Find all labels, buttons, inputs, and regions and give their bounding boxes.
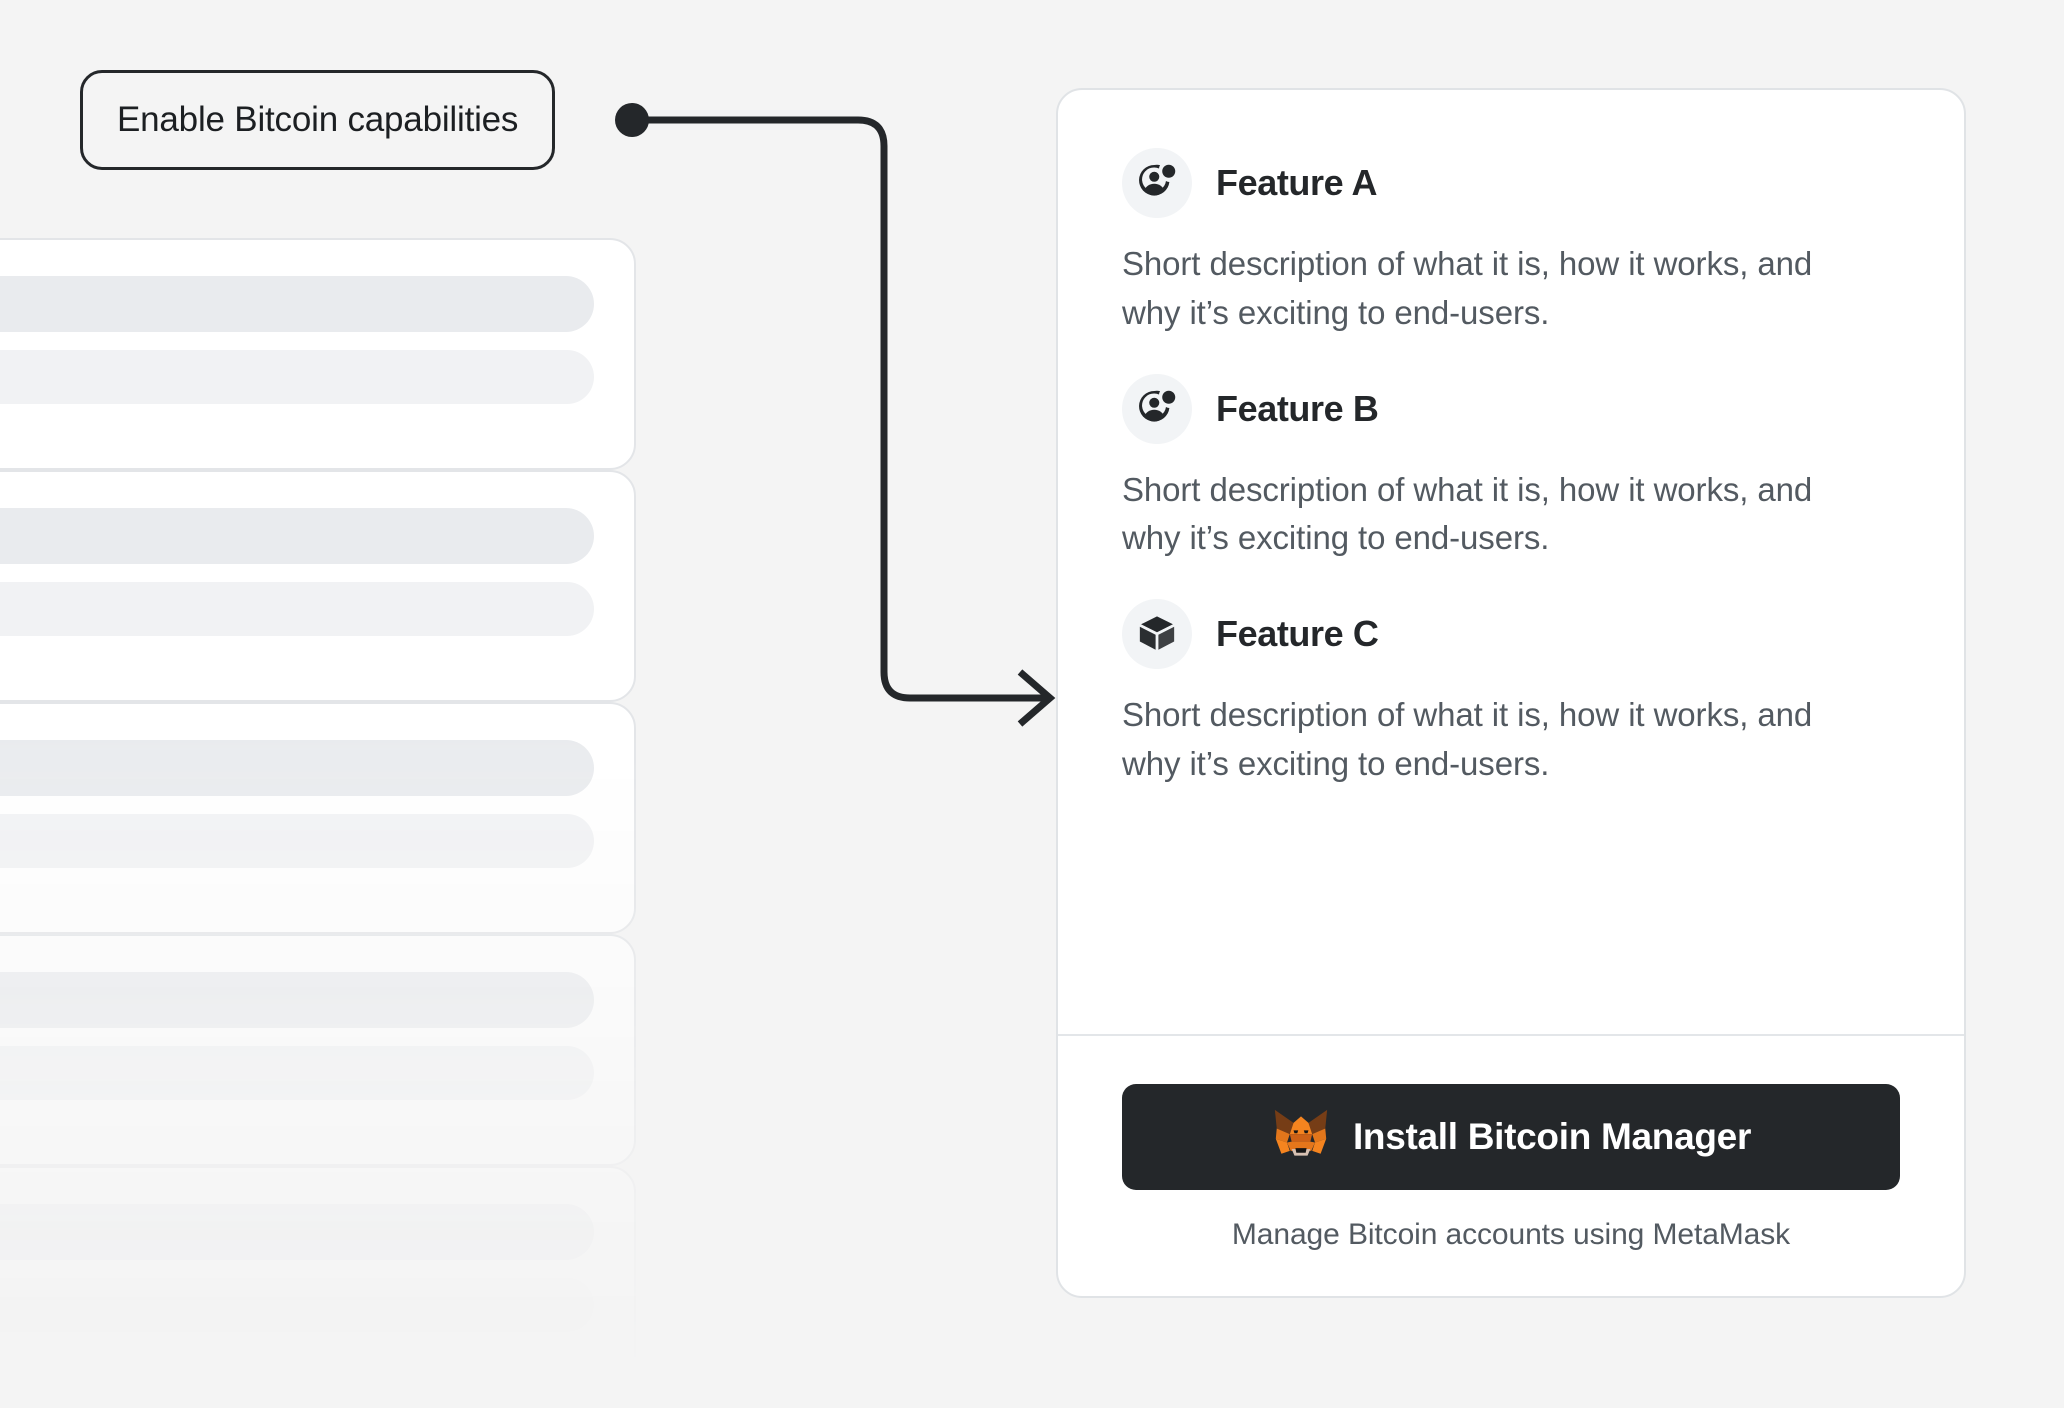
feature-description: Short description of what it is, how it …: [1122, 470, 1813, 557]
skeleton-bar-primary: [0, 276, 594, 332]
user-add-icon: [1122, 373, 1192, 444]
callout-pill[interactable]: Enable Bitcoin capabilities: [80, 70, 556, 170]
metamask-fox-icon: [1271, 1108, 1331, 1167]
callout-pill-label: Enable Bitcoin capabilities: [117, 100, 519, 139]
card-divider: [1058, 1034, 1964, 1036]
bitcoin-capabilities-card: Feature A Short description of what it i…: [1056, 88, 1966, 1298]
feature-list: Feature A Short description of what it i…: [1058, 90, 1964, 990]
feature-title: Feature A: [1216, 162, 1378, 203]
feature-header: Feature A: [1122, 148, 1900, 218]
skeleton-bar-secondary: [0, 350, 594, 404]
skeleton-card: [0, 238, 636, 470]
feature-header: Feature B: [1122, 373, 1900, 444]
card-footer: Install Bitcoin Manager Manage Bitcoin a…: [1058, 1036, 1964, 1296]
skeleton-bar-secondary: [0, 1278, 594, 1332]
skeleton-bar-secondary: [0, 814, 594, 868]
feature-description: Short description of what it is, how it …: [1122, 245, 1813, 331]
skeleton-card-list: [0, 238, 640, 1408]
feature-item: Feature C Short description of what it i…: [1122, 599, 1900, 789]
skeleton-bar-primary: [0, 508, 594, 564]
skeleton-bar-secondary: [0, 582, 594, 636]
feature-title: Feature B: [1216, 387, 1379, 429]
user-add-icon: [1122, 148, 1192, 218]
connector-path: [632, 116, 1046, 702]
connector-anchor-dot: [615, 103, 649, 137]
footer-note: Manage Bitcoin accounts using MetaMask: [1231, 1218, 1791, 1251]
install-button-label: Install Bitcoin Manager: [1352, 1116, 1752, 1157]
skeleton-bar-primary: [0, 1204, 594, 1260]
feature-item: Feature A Short description of what it i…: [1122, 148, 1900, 338]
arrow-right-icon: [1017, 669, 1056, 727]
skeleton-card: [0, 702, 636, 934]
skeleton-bar-primary: [0, 740, 594, 796]
feature-title: Feature C: [1216, 613, 1379, 655]
skeleton-card: [0, 934, 636, 1166]
feature-description: Short description of what it is, how it …: [1122, 696, 1813, 783]
skeleton-bar-primary: [0, 972, 594, 1028]
feature-header: Feature C: [1122, 599, 1900, 670]
feature-item: Feature B Short description of what it i…: [1122, 373, 1900, 564]
skeleton-bar-secondary: [0, 1046, 594, 1100]
skeleton-card: [0, 1166, 636, 1398]
cube-icon: [1122, 599, 1192, 670]
skeleton-card: [0, 470, 636, 702]
install-bitcoin-manager-button[interactable]: Install Bitcoin Manager: [1122, 1084, 1900, 1190]
